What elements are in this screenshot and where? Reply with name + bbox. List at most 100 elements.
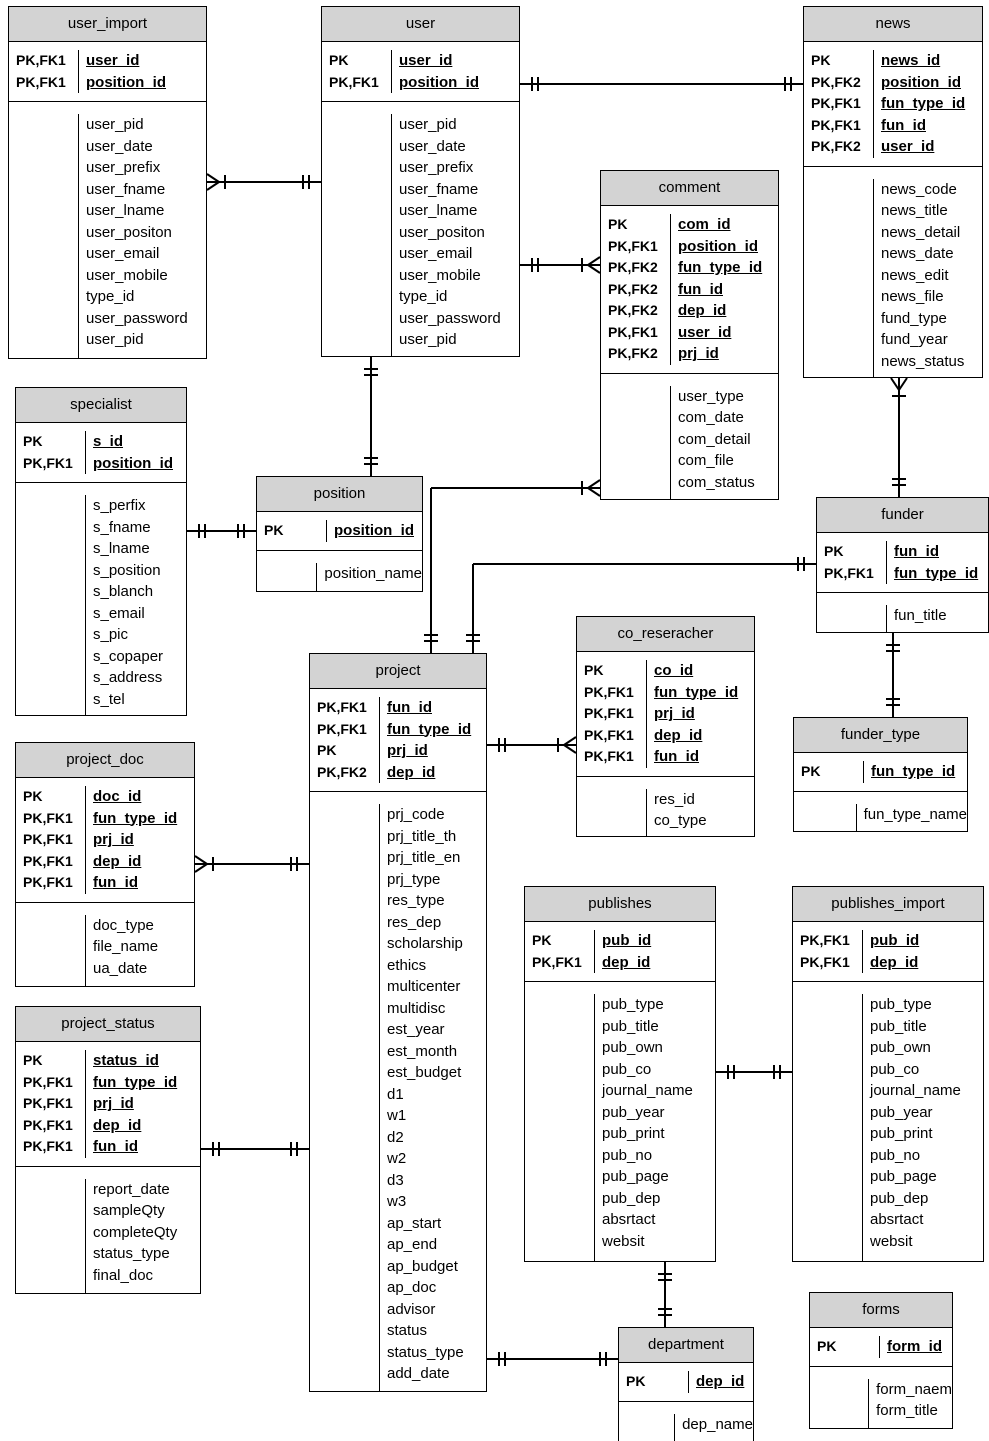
key-field: user_id: [678, 323, 732, 341]
attribute-blank-column: [601, 385, 671, 499]
key-field: dep_id: [93, 852, 142, 870]
attribute-field: user_fname: [399, 180, 479, 198]
attribute-field: s_tel: [93, 690, 125, 708]
cardinality-one-marker: [212, 1142, 220, 1156]
key-section: PK dep_id: [619, 1363, 753, 1402]
key-type: PK: [317, 742, 337, 758]
key-field: fun_type_id: [93, 1073, 178, 1091]
cardinality-many-marker: [557, 736, 577, 754]
key-field: s_id: [93, 433, 124, 450]
attribute-field: completeQty: [93, 1223, 178, 1241]
key-type: PK,FK1: [608, 237, 658, 254]
attribute-field: pub_type: [602, 996, 664, 1013]
attribute-field: news_status: [881, 352, 965, 370]
key-field: user_id: [881, 138, 935, 155]
key-field: fun_id: [93, 874, 138, 891]
cardinality-one-marker: [658, 1308, 672, 1316]
key-type-column: PK: [794, 761, 864, 783]
entity-title: co_reseracher: [577, 617, 754, 652]
key-field: fun_type_id: [387, 720, 472, 738]
attribute-field: s_address: [93, 669, 163, 686]
attribute-field: s_email: [93, 604, 145, 622]
cardinality-one-marker: [797, 557, 805, 571]
key-type: PK,FK1: [23, 852, 73, 869]
attribute-blank-column: [9, 114, 79, 358]
key-field: dep_id: [696, 1373, 745, 1390]
key-type: PK,FK1: [23, 1116, 73, 1133]
attribute-field: pub_type: [870, 996, 932, 1013]
entity-title: funder_type: [794, 718, 967, 753]
key-field: prj_id: [654, 705, 695, 722]
attribute-field: pub_page: [870, 1168, 937, 1185]
attribute-field: pub_print: [870, 1125, 933, 1142]
attribute-field: user_date: [399, 137, 466, 155]
attribute-field: absrtact: [870, 1211, 924, 1228]
attribute-field: news_date: [881, 245, 954, 262]
key-type: PK: [626, 1373, 646, 1389]
key-type: PK: [329, 52, 349, 68]
key-type: PK,FK2: [811, 73, 861, 90]
attribute-field: user_lname: [399, 202, 478, 219]
attribute-field: w2: [387, 1150, 407, 1167]
attribute-field: news_edit: [881, 266, 949, 284]
key-type: PK,FK2: [608, 302, 658, 318]
attribute-field: news_title: [881, 202, 948, 219]
attribute-field: file_name: [93, 938, 159, 955]
key-type-column: PK: [810, 1336, 880, 1358]
attribute-field: com_status: [678, 473, 755, 491]
attribute-field: prj_title_th: [387, 827, 457, 845]
attribute-blank-column: [16, 495, 86, 715]
key-field: position_id: [399, 73, 479, 91]
key-field: doc_id: [93, 788, 142, 805]
attribute-field: pub_own: [602, 1039, 663, 1056]
attribute-blank-column: [793, 994, 863, 1261]
attribute-field: est_year: [387, 1021, 445, 1038]
entity-title: funder: [817, 498, 988, 533]
attribute-field: ap_budget: [387, 1257, 458, 1275]
attribute-field: pub_year: [870, 1103, 933, 1121]
key-field: position_id: [678, 237, 758, 255]
attribute-field: pub_no: [602, 1146, 653, 1164]
attribute-field: d3: [387, 1171, 404, 1189]
cardinality-one-marker: [784, 77, 792, 91]
attribute-blank-column: [16, 914, 86, 986]
attribute-blank-column: [525, 994, 595, 1261]
entity-title: specialist: [16, 388, 186, 423]
entity-title: project: [310, 654, 486, 689]
attribute-field: user_pid: [399, 331, 457, 348]
attribute-blank-column: [16, 1178, 86, 1293]
cardinality-one-marker: [198, 524, 206, 538]
key-type: PK: [264, 522, 284, 538]
key-field: fun_id: [678, 280, 723, 298]
attribute-field: fund_year: [881, 331, 948, 348]
attribute-field: pub_page: [602, 1168, 669, 1185]
attribute-field: status: [387, 1322, 428, 1339]
key-type: PK,FK1: [800, 953, 850, 970]
key-type: PK: [23, 433, 43, 449]
cardinality-many-marker: [206, 173, 226, 191]
attribute-field: sampleQty: [93, 1202, 165, 1219]
attribute-field: user_pid: [86, 116, 144, 133]
key-type: PK: [584, 662, 604, 678]
key-field: pub_id: [870, 932, 920, 949]
attribute-field: s_perfix: [93, 497, 146, 514]
